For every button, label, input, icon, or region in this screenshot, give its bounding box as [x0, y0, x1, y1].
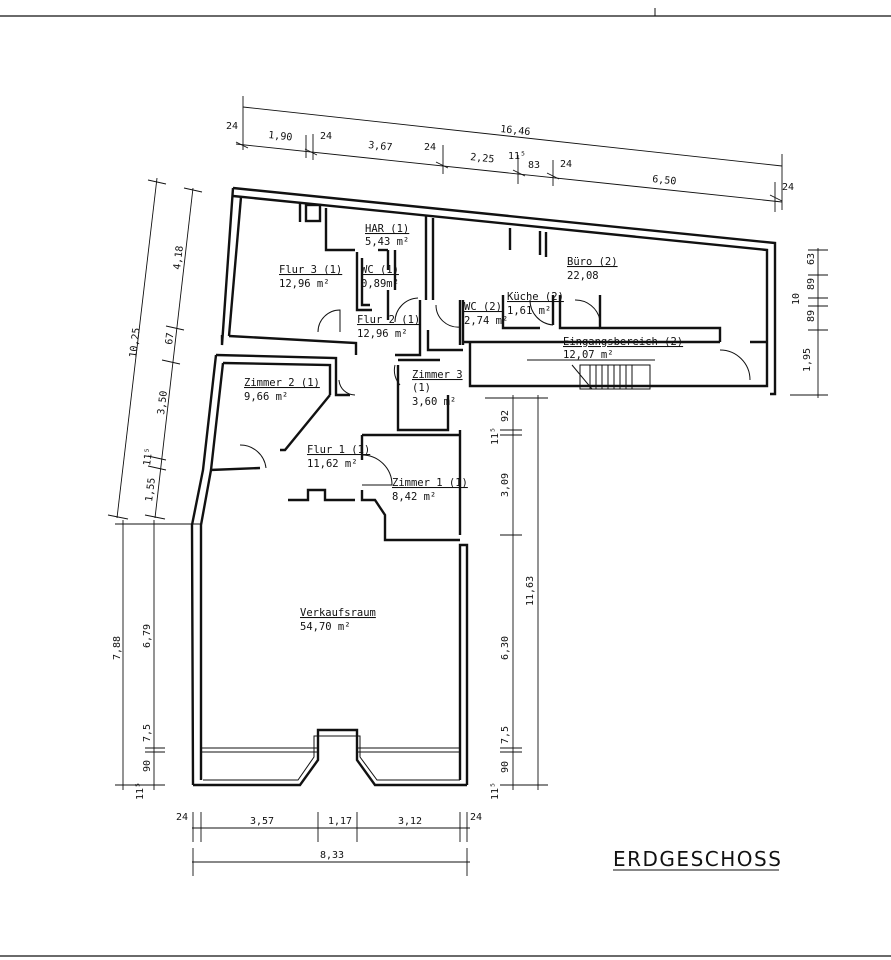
room-label-zimmer1: Zimmer 1 (1) [392, 477, 468, 489]
room-area-zimmer1: 8,42 m² [392, 491, 436, 503]
dim-right-92: 92 [500, 410, 511, 422]
dim-top-24b: 24 [320, 131, 332, 142]
room-label-flur1: Flur 1 (1) [307, 444, 370, 456]
room-label-har: HAR (1) [365, 223, 409, 235]
room-area-zimmer3: 3,60 m² [412, 396, 456, 408]
dim-left-155: 1,55 [144, 477, 158, 502]
room-labels: HAR (1) 5,43 m² Flur 3 (1) 12,96 m² WC (… [244, 223, 683, 633]
room-label-eingang: Eingangsbereich (2) [563, 336, 683, 348]
room-area-flur3: 12,96 m² [279, 278, 330, 290]
plan-title: ERDGESCHOSS [613, 847, 782, 871]
room-area-verkaufsraum: 54,70 m² [300, 621, 351, 633]
dim-left-115b: 11⁵ [135, 782, 146, 800]
dim-left-679: 6,79 [142, 624, 153, 648]
dim-top-total: 16,46 [500, 124, 531, 138]
dim-right-89a: 89 [806, 278, 817, 290]
dim-left-67: 67 [164, 332, 176, 345]
room-suffix-zimmer3: (1) [412, 382, 431, 394]
outer-walls [190, 186, 777, 787]
dim-bottom-312: 3,12 [398, 816, 422, 827]
dim-bottom-357: 3,57 [250, 816, 274, 827]
room-label-kueche: Küche (2) [507, 291, 564, 303]
dim-right-10: 10 [791, 293, 802, 305]
room-label-wc1: WC (1) [361, 264, 399, 276]
dim-right-75: 7,5 [500, 726, 511, 744]
dimensions-right-top: 63 89 10 89 1,95 [790, 248, 828, 398]
dim-left-1025: 10,25 [128, 327, 143, 358]
room-area-flur2: 12,96 m² [357, 328, 408, 340]
dim-top-115: 11⁵ [508, 151, 526, 162]
room-area-har: 5,43 m² [365, 236, 409, 248]
dimensions-top: 16,46 24 1,90 24 3,67 24 2,25 11⁵ 83 24 … [226, 96, 794, 212]
dim-bottom-total: 8,33 [320, 850, 344, 861]
door-swings [239, 297, 751, 486]
dim-right-115a: 11⁵ [490, 427, 501, 445]
room-label-zimmer3: Zimmer 3 [412, 369, 463, 381]
dim-right-90: 90 [500, 761, 511, 773]
room-label-wc2: WC (2) [464, 301, 502, 313]
dim-top-650: 6,50 [652, 174, 677, 187]
dim-top-225: 2,25 [470, 152, 495, 165]
dim-right-195: 1,95 [802, 348, 813, 372]
dim-right-89b: 89 [806, 310, 817, 322]
dim-left-350: 3,50 [156, 390, 170, 415]
dim-bottom-24b: 24 [470, 812, 482, 823]
dim-right-309: 3,09 [500, 473, 511, 497]
dim-right-63: 63 [806, 253, 817, 265]
dim-top-367: 3,67 [368, 140, 393, 153]
dim-bottom-24a: 24 [176, 812, 188, 823]
room-label-buero: Büro (2) [567, 256, 618, 268]
dim-left-90: 90 [142, 760, 153, 772]
room-area-kueche: 1,61 m² [507, 305, 551, 317]
dim-top-83: 83 [528, 160, 540, 171]
room-area-zimmer2: 9,66 m² [244, 391, 288, 403]
dim-top-24e: 24 [782, 182, 794, 193]
interior-walls [209, 203, 767, 542]
room-area-eingang: 12,07 m² [563, 349, 614, 361]
dim-right-1163: 11,63 [525, 576, 536, 606]
dimensions-bottom: 24 3,57 1,17 3,12 24 8,33 [176, 812, 482, 876]
room-area-wc1: 0,89m² [361, 278, 399, 290]
dim-left-788: 7,88 [112, 636, 123, 660]
room-label-flur3: Flur 3 (1) [279, 264, 342, 276]
dim-left-75: 7,5 [142, 724, 153, 742]
dim-top-24a: 24 [226, 121, 238, 132]
dim-top-190: 1,90 [268, 130, 293, 143]
room-area-flur1: 11,62 m² [307, 458, 358, 470]
room-label-flur2: Flur 2 (1) [357, 314, 420, 326]
room-label-verkaufsraum: Verkaufsraum [300, 607, 376, 619]
dim-right-115b: 11⁵ [490, 782, 501, 800]
dim-top-24d: 24 [560, 159, 572, 170]
dimensions-right-lower: 92 11⁵ 3,09 11,63 6,30 7,5 90 11⁵ [485, 395, 548, 800]
dim-bottom-117: 1,17 [328, 816, 352, 827]
dimensions-left: 10,25 4,18 67 3,50 11⁵ 1,55 7,88 6,79 7,… [107, 177, 203, 800]
dim-top-24c: 24 [424, 142, 436, 153]
dim-left-115: 11⁵ [142, 447, 155, 466]
dim-left-418: 4,18 [172, 245, 186, 270]
room-area-buero: 22,08 [567, 270, 599, 282]
room-area-wc2: 2,74 m² [464, 315, 508, 327]
dim-right-630: 6,30 [500, 636, 511, 660]
room-label-zimmer2: Zimmer 2 (1) [244, 377, 320, 389]
